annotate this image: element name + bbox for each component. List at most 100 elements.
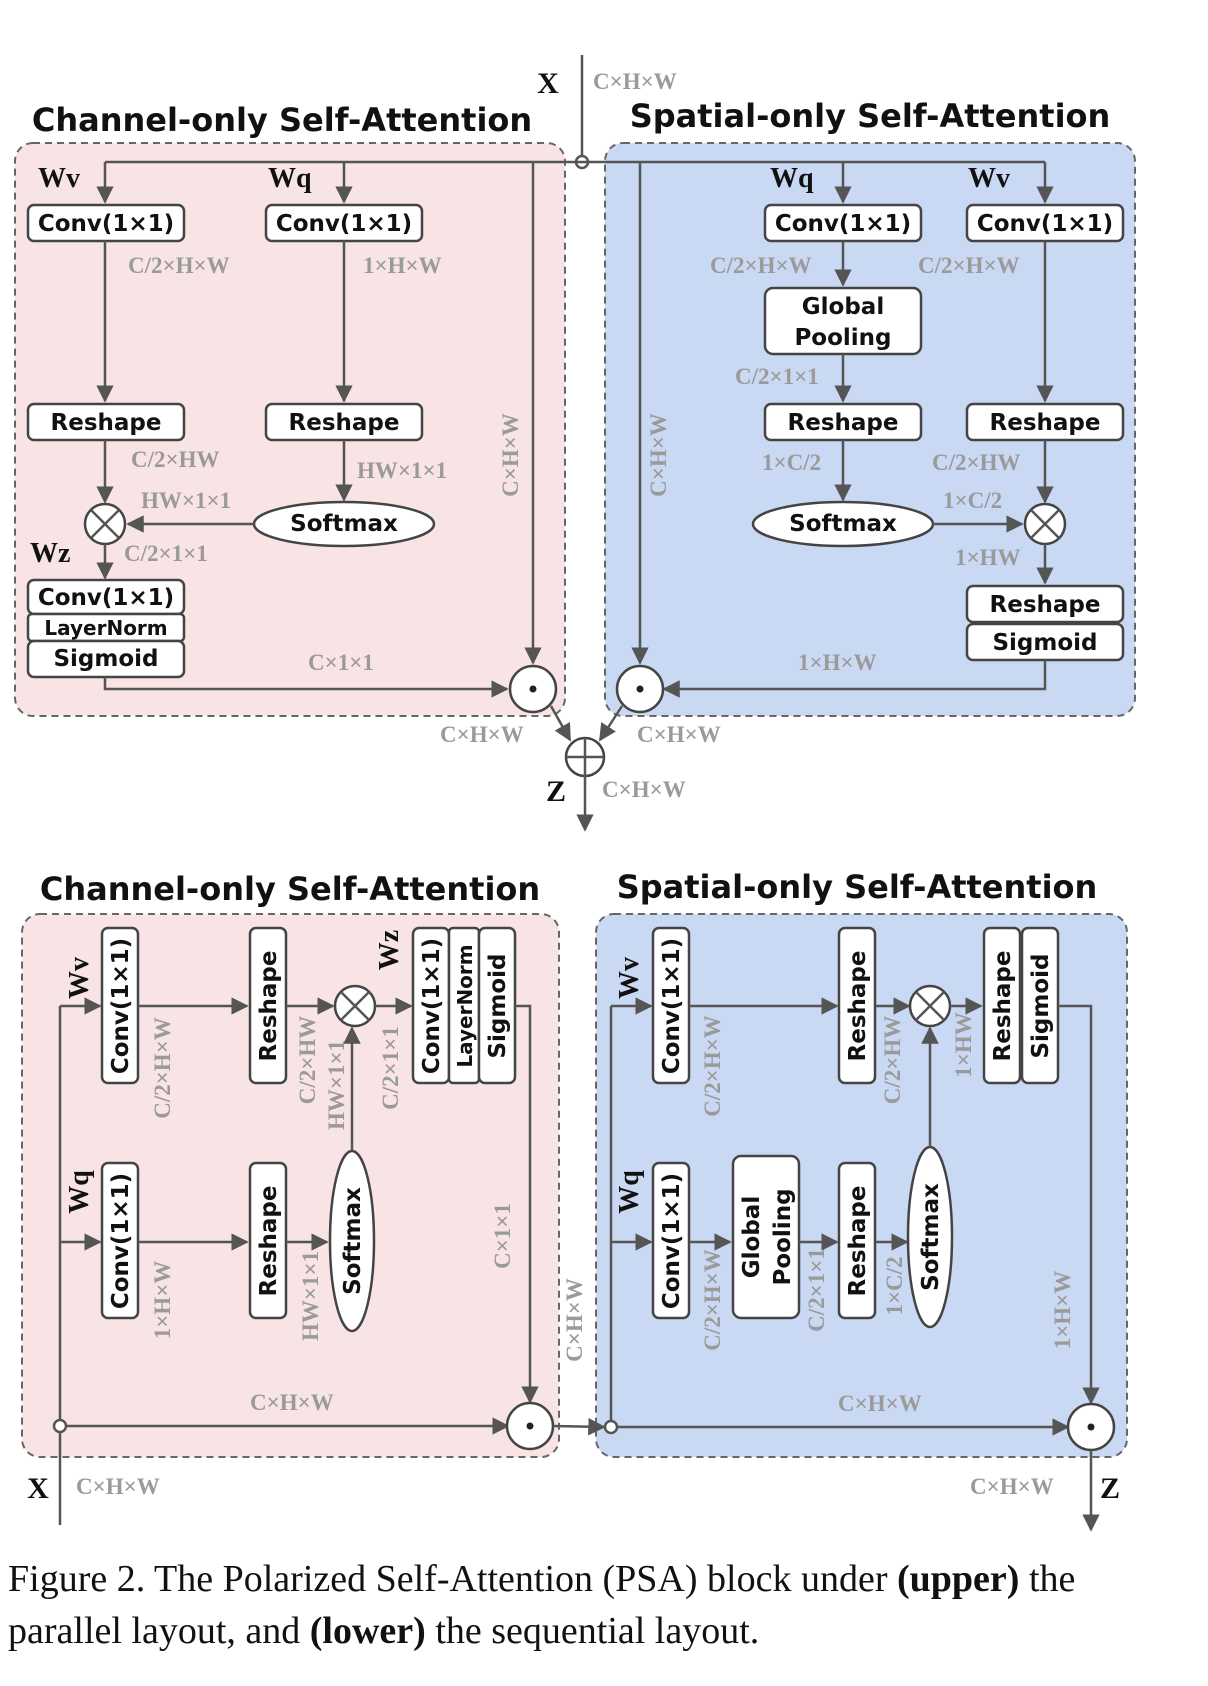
lower-link-dim: C×H×W	[562, 1278, 587, 1362]
figure-caption: Figure 2. The Polarized Self-Attention (…	[8, 1553, 1198, 1657]
upper-channel-dim-q: 1×H×W	[363, 253, 442, 278]
lower-channel-reshape-q-box	[248, 1161, 288, 1320]
lower-channel-dim-skip: C×H×W	[250, 1390, 334, 1415]
lower-channel-dim-reshape-v: C/2×HW	[295, 1016, 320, 1105]
lower-spatial-wq: Wq	[614, 1170, 645, 1214]
upper-spatial-matmul-icon	[1023, 502, 1067, 546]
upper-spatial-dim-q: C/2×H×W	[710, 253, 812, 278]
lower-spatial-elementwise-icon	[1066, 1402, 1116, 1452]
upper-channel-conv-z: Conv(1×1)	[38, 585, 174, 611]
upper-spatial-dim-v: C/2×H×W	[918, 253, 1020, 278]
lower-x-dim: C×H×W	[76, 1474, 160, 1499]
lower-channel-title: Channel-only Self-Attention	[40, 870, 540, 908]
lower-channel-conv-v: Conv(1×1)	[108, 938, 134, 1074]
upper-channel-dim-reshape-q: HW×1×1	[357, 458, 447, 483]
upper-channel-matmul-icon	[83, 502, 127, 546]
lower-spatial-sigmoid: Sigmoid	[1028, 953, 1054, 1058]
lower-channel-wq: Wq	[64, 1170, 95, 1214]
lower-z-dim: C×H×W	[970, 1474, 1054, 1499]
lower-spatial-dim-weight: 1×H×W	[1050, 1271, 1075, 1350]
lower-spatial-pool-line1: Global	[739, 1196, 765, 1278]
upper-spatial-dim-mult-out: 1×HW	[955, 545, 1021, 570]
lower-spatial-matmul-icon	[908, 984, 952, 1028]
lower-spatial-pool-box	[731, 1154, 801, 1320]
lower-channel-dim-softmax-out: HW×1×1	[324, 1040, 349, 1130]
upper-z-label: Z	[546, 775, 566, 808]
upper-channel-dim-reshape-v: C/2×HW	[131, 447, 220, 472]
upper-add-icon	[564, 736, 606, 778]
upper-channel-sigmoid: Sigmoid	[53, 646, 158, 672]
upper-spatial-dim-reshape-v: C/2×HW	[932, 450, 1021, 475]
upper-spatial-reshape-out-box	[965, 584, 1125, 624]
lower-spatial-conv-q: Conv(1×1)	[659, 1173, 685, 1309]
lower-spatial-reshape-v: Reshape	[845, 951, 871, 1062]
lower-spatial-dim-mult-out: 1×HW	[951, 1012, 976, 1078]
upper-spatial-dim-reshape-q: 1×C/2	[762, 450, 821, 475]
caption-lower: (lower)	[309, 1610, 426, 1652]
lower-spatial-dim-pool: C/2×1×1	[804, 1248, 829, 1332]
upper-spatial-dim-weight: 1×H×W	[798, 650, 877, 675]
upper-channel-reshape-v: Reshape	[51, 410, 162, 436]
lower-channel-layernorm: LayerNorm	[453, 944, 477, 1067]
lower-z-label: Z	[1100, 1472, 1120, 1505]
lower-spatial-conv-v: Conv(1×1)	[659, 938, 685, 1074]
lower-channel-matmul-icon	[333, 984, 377, 1028]
upper-channel-wz: Wz	[30, 538, 70, 569]
upper-channel-dim-skip: C×H×W	[498, 413, 523, 497]
upper-x-dim: C×H×W	[593, 69, 677, 94]
lower-spatial-dim-reshape-q: 1×C/2	[882, 1256, 907, 1315]
upper-spatial-softmax: Softmax	[789, 511, 897, 537]
lower-channel-dim-mult-out: C/2×1×1	[378, 1026, 403, 1110]
lower-spatial-reshape-q-box	[837, 1161, 877, 1320]
lower-channel-conv-z: Conv(1×1)	[419, 938, 445, 1074]
lower-channel-dim-weight: C×1×1	[490, 1203, 515, 1269]
upper-channel-title: Channel-only Self-Attention	[32, 101, 532, 139]
upper-channel-dim-softmax-out: HW×1×1	[141, 488, 231, 513]
caption-middle: the parallel layout, and	[8, 1558, 1076, 1652]
lower-sequential-layout: Channel-only Self-Attention Spatial-only…	[21, 868, 1128, 1532]
lower-channel-conv-q: Conv(1×1)	[108, 1173, 134, 1309]
upper-channel-dim-v: C/2×H×W	[128, 253, 230, 278]
upper-z-dim: C×H×W	[602, 777, 686, 802]
upper-channel-wq: Wq	[268, 163, 312, 194]
lower-spatial-reshape-q: Reshape	[845, 1186, 871, 1297]
lower-channel-wz: Wz	[374, 930, 405, 970]
upper-spatial-conv-q: Conv(1×1)	[775, 211, 911, 237]
lower-channel-sigmoid: Sigmoid	[485, 953, 511, 1058]
upper-channel-conv-v: Conv(1×1)	[38, 211, 174, 237]
upper-parallel-layout: Channel-only Self-Attention Spatial-only…	[14, 55, 1136, 832]
lower-channel-conv-q-box	[100, 1161, 140, 1320]
upper-channel-elementwise-icon	[508, 664, 558, 714]
upper-spatial-dim-pool: C/2×1×1	[735, 364, 819, 389]
lower-spatial-title: Spatial-only Self-Attention	[617, 868, 1098, 906]
lower-spatial-conv-q-box	[651, 1161, 691, 1320]
upper-spatial-reshape-q: Reshape	[788, 410, 899, 436]
upper-spatial-wq: Wq	[770, 163, 814, 194]
caption-upper: (upper)	[896, 1558, 1020, 1600]
lower-spatial-dim-skip: C×H×W	[838, 1391, 922, 1416]
lower-spatial-dim-q: C/2×H×W	[700, 1249, 725, 1351]
upper-x-label: X	[537, 67, 559, 100]
lower-channel-wv: Wv	[64, 957, 95, 999]
upper-spatial-sigmoid: Sigmoid	[992, 630, 1097, 656]
upper-spatial-dim-skip: C×H×W	[646, 413, 671, 497]
lower-spatial-softmax: Softmax	[918, 1183, 944, 1291]
upper-channel-wv: Wv	[38, 163, 80, 194]
upper-spatial-pool-line2: Pooling	[794, 325, 891, 351]
upper-spatial-pool-line1: Global	[802, 294, 884, 320]
upper-channel-layernorm: LayerNorm	[44, 616, 167, 640]
lower-channel-dim-q: 1×H×W	[150, 1261, 175, 1340]
lower-x-node	[52, 1418, 68, 1434]
lower-spatial-dim-v: C/2×H×W	[700, 1015, 725, 1117]
upper-spatial-reshape-out: Reshape	[990, 592, 1101, 618]
lower-channel-dim-v: C/2×H×W	[150, 1017, 175, 1119]
lower-channel-softmax: Softmax	[340, 1187, 366, 1295]
upper-spatial-elementwise-icon	[615, 664, 665, 714]
caption-prefix: Figure 2. The Polarized Self-Attention (…	[8, 1558, 897, 1600]
upper-spatial-wv: Wv	[968, 163, 1010, 194]
upper-channel-dim-out: C×H×W	[440, 722, 524, 747]
lower-channel-elementwise-icon	[505, 1401, 555, 1451]
lower-link-node	[603, 1419, 619, 1435]
lower-x-label: X	[27, 1472, 49, 1505]
upper-channel-conv-q: Conv(1×1)	[276, 211, 412, 237]
